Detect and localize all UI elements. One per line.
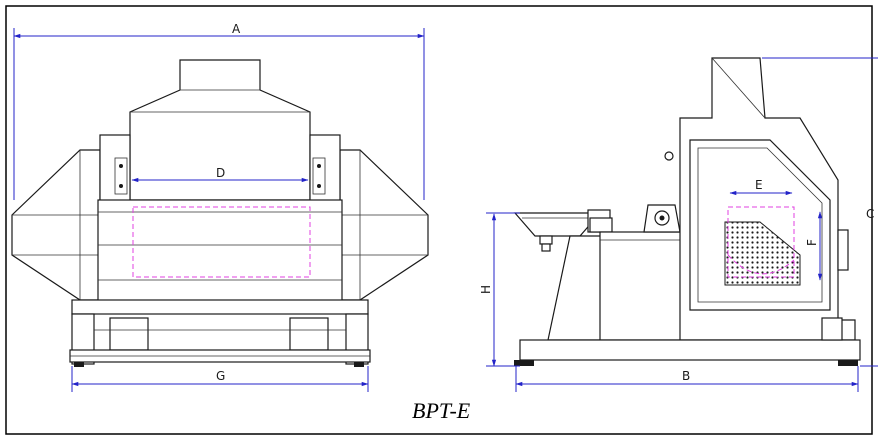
dimension-label-f: F xyxy=(805,239,819,246)
dimension-label-b: B xyxy=(682,369,690,383)
dimension-lines xyxy=(13,28,878,392)
side-view xyxy=(513,57,861,366)
dimension-label-e: E xyxy=(755,178,763,192)
front-view xyxy=(11,59,429,367)
dimension-label-g: G xyxy=(216,369,225,383)
dimension-label-a: A xyxy=(232,22,241,36)
dimension-label-d: D xyxy=(216,166,225,180)
model-label: BPT-E xyxy=(412,398,471,423)
dimension-label-h: H xyxy=(479,285,493,294)
drawing-frame xyxy=(5,5,873,435)
dimension-label-c: C xyxy=(866,207,874,221)
